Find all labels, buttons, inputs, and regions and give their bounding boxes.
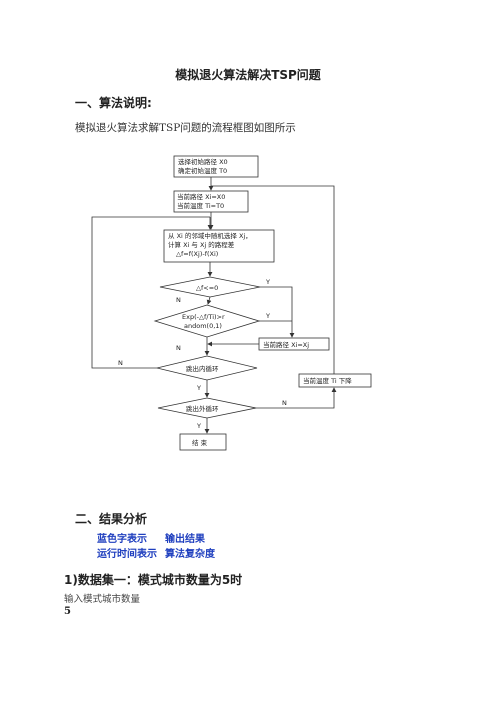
diamond2-line2: andom(0,1) xyxy=(184,322,222,330)
box1-line1: 选择初始路径 X0 xyxy=(178,157,228,166)
box1-line2: 确定初始温度 T0 xyxy=(178,166,227,175)
legend-runtime-label: 运行时间表示 xyxy=(97,549,157,560)
legend-blue-meaning: 输出结果 xyxy=(165,534,205,545)
document-title: 模拟退火算法解决TSP问题 xyxy=(175,68,321,82)
box-end xyxy=(179,433,227,451)
diamond4-text: 跳出外循环 xyxy=(186,404,219,413)
end-text: 结 束 xyxy=(192,438,208,447)
box3-line1: 从 Xi 的邻域中随机选择 Xj， xyxy=(168,231,252,240)
diamond1-text: △f<=0 xyxy=(196,284,218,292)
box-init-path xyxy=(173,155,259,178)
section2-heading: 二、结果分析 xyxy=(75,512,148,526)
label-n-2: N xyxy=(176,344,181,352)
box-neighbor-select xyxy=(163,229,275,263)
box3-line2: 计算 Xi 与 Xj 的路程差 xyxy=(168,240,235,249)
input-prompt: 输入模式城市数量 xyxy=(64,594,141,605)
input-value: 5 xyxy=(64,606,71,617)
label-y-2: Y xyxy=(265,312,270,320)
box3-line3: △f=f(Xj)-f(Xi) xyxy=(176,250,218,258)
label-n-4: N xyxy=(282,399,287,407)
section1-text: 模拟退火算法求解TSP问题的流程框图如图所示 xyxy=(75,122,296,134)
label-n-1: N xyxy=(176,296,181,304)
legend-runtime-meaning: 算法复杂度 xyxy=(165,549,215,560)
label-n-3: N xyxy=(118,359,123,367)
box2-line2: 当前温度 Ti=T0 xyxy=(177,201,224,210)
label-y-4: Y xyxy=(196,422,201,430)
box2-line1: 当前路径 Xi=X0 xyxy=(177,192,225,201)
diamond-exp-random xyxy=(153,304,261,338)
dataset1-heading: 1)数据集一：模式城市数量为5时 xyxy=(64,573,243,587)
temp-down-text: 当前温度 Ti 下降 xyxy=(303,376,352,385)
diamond3-text: 跳出内循环 xyxy=(186,364,219,373)
label-y-3: Y xyxy=(196,384,201,392)
update-path-text: 当前路径 Xi=Xj xyxy=(263,340,309,349)
label-y-1: Y xyxy=(265,278,270,286)
legend-blue-label: 蓝色字表示 xyxy=(97,534,147,545)
section1-heading: 一、算法说明: xyxy=(75,96,152,110)
diamond2-line1: Exp(-△f/Ti)>r xyxy=(182,313,225,321)
box-temp-down xyxy=(298,373,372,388)
